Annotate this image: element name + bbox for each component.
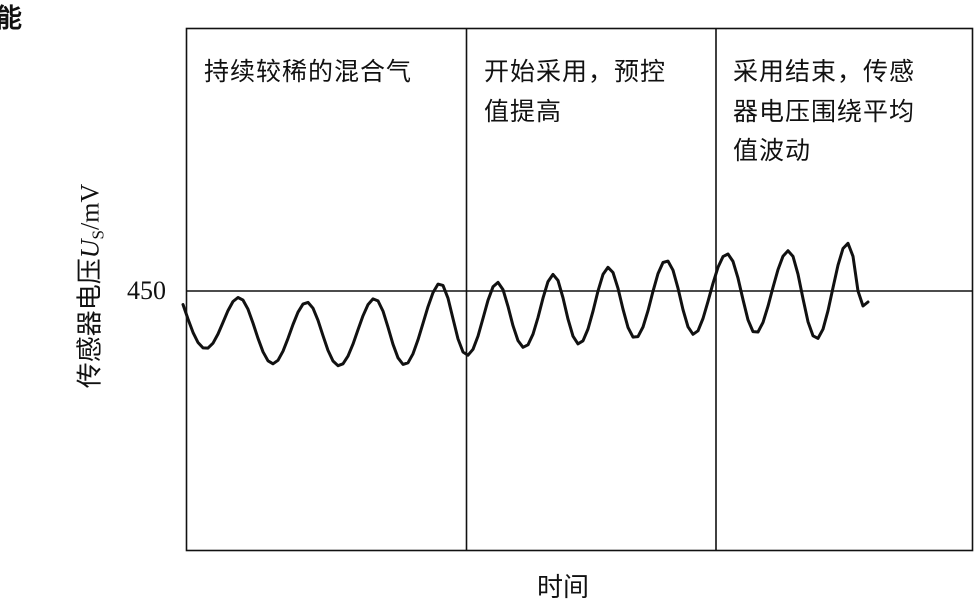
y-axis-symbol: U: [75, 239, 105, 259]
sensor-voltage-series-line: [181, 241, 870, 368]
cropped-corner-label: 能: [0, 4, 23, 34]
y-axis-unit: /mV: [75, 183, 105, 230]
plot-frame: [185, 27, 974, 552]
x-axis-title: 时间: [537, 573, 590, 603]
y-axis-title: 传感器电压US/mV: [75, 183, 108, 389]
phase-label-lean-mixture: 持续较稀的混合气: [204, 57, 413, 86]
phase-label-adaptation-end: 采用结束，传感 器电压围绕平均 值波动: [733, 57, 916, 165]
y-axis-subscript: S: [88, 229, 108, 240]
y-axis-title-text: 传感器电压: [75, 258, 106, 389]
phase-label-adaptation-start: 开始采用，预控 值提高: [484, 57, 667, 126]
y-tick-label-450: 450: [127, 276, 166, 305]
